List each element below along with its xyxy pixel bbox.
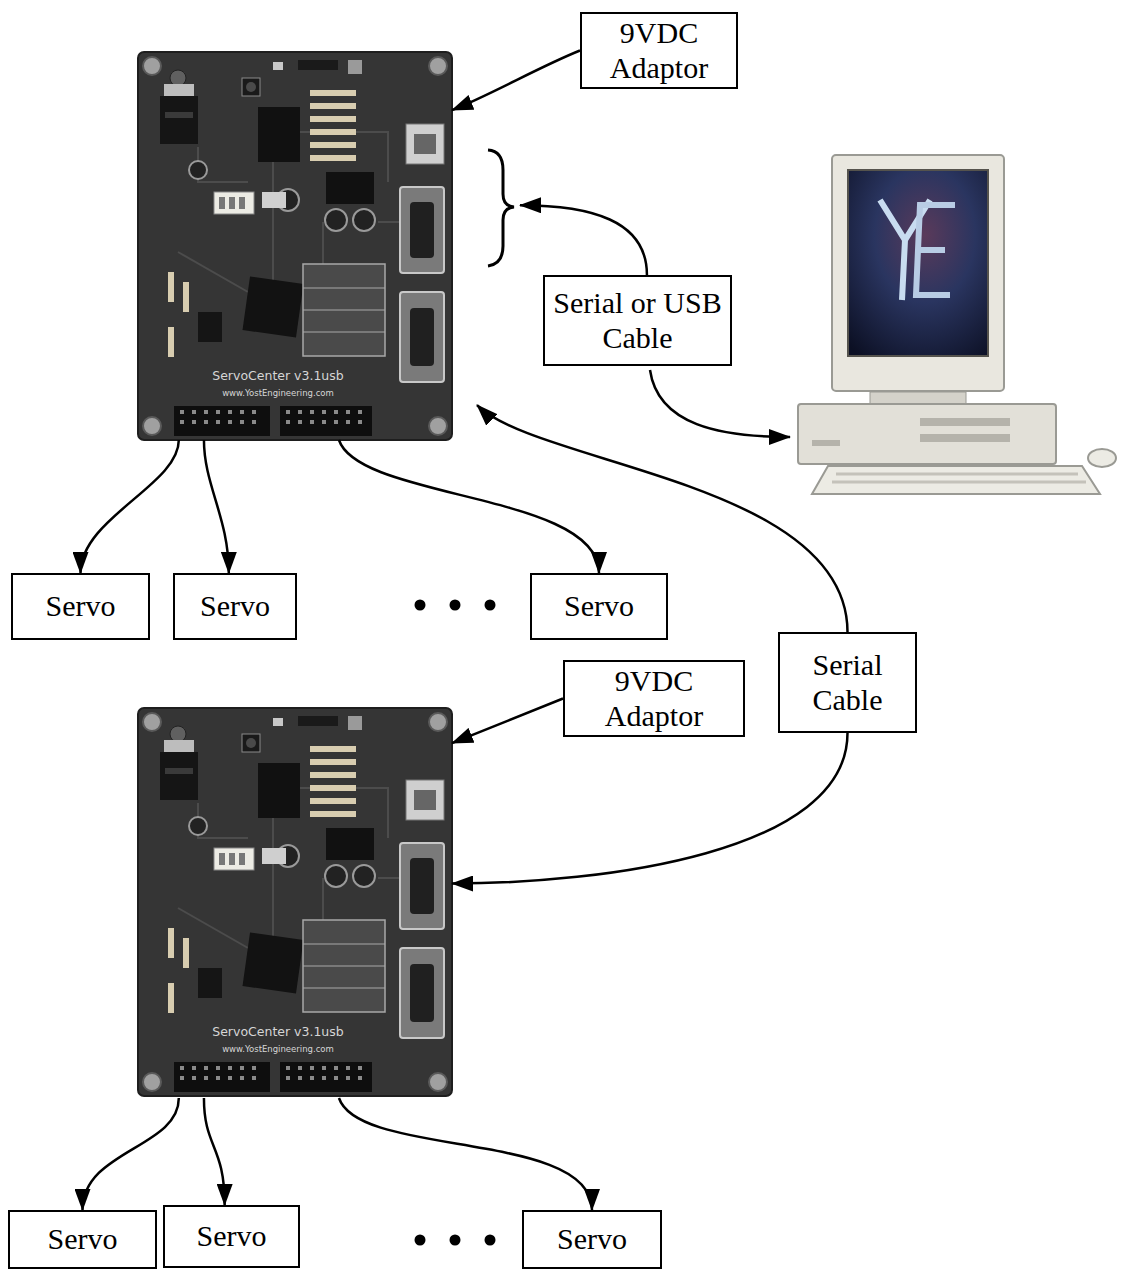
box-label: Serial Cable xyxy=(784,648,911,717)
connector-arrow xyxy=(452,733,848,884)
board-photo-ground xyxy=(128,698,462,1102)
controller-board-picture xyxy=(138,708,452,1096)
box-label: 9VDC Adaptor xyxy=(588,16,730,85)
board-print: ServoCenter v3.1usb xyxy=(158,368,398,383)
label-box: Servo xyxy=(530,573,668,640)
desktop-computer xyxy=(798,155,1116,494)
box-label: 9VDC Adaptor xyxy=(579,664,729,733)
connector-arrow xyxy=(81,440,179,573)
label-box: Servo xyxy=(11,573,150,640)
label-box: Servo xyxy=(522,1210,662,1269)
board-print: www.YostEngineering.com xyxy=(158,1044,398,1054)
box-label: Servo xyxy=(179,589,291,624)
connector-arrow xyxy=(339,1098,592,1210)
box-label: Servo xyxy=(528,1222,656,1257)
controller-board-picture xyxy=(138,52,452,440)
box-label: Servo xyxy=(14,1222,151,1257)
connector-brace xyxy=(488,150,514,266)
board-print: ServoCenter v3.1usb xyxy=(158,1024,398,1039)
box-label: Servo xyxy=(17,589,144,624)
connector-arrow xyxy=(83,1098,179,1210)
board-photo-ground xyxy=(128,42,462,444)
cable-arrow xyxy=(650,370,790,437)
connector-arrow xyxy=(204,1098,225,1205)
box-label: Servo xyxy=(536,589,662,624)
label-box: Serial Cable xyxy=(778,632,917,733)
box-label: Serial or USB Cable xyxy=(547,286,728,355)
label-box: Serial or USB Cable xyxy=(543,275,732,366)
board-print: www.YostEngineering.com xyxy=(158,388,398,398)
controller-board: ServoCenter v3.1usb www.YostEngineering.c… xyxy=(138,52,452,440)
label-box: Servo xyxy=(163,1205,300,1268)
connector-arrow xyxy=(452,699,563,744)
controller-board: ServoCenter v3.1usb www.YostEngineering.c… xyxy=(138,708,452,1098)
connector-arrow xyxy=(204,440,229,573)
connector-arrow xyxy=(520,205,647,275)
box-label: Servo xyxy=(169,1219,294,1254)
connector-arrow xyxy=(339,440,599,573)
label-box: Servo xyxy=(8,1210,157,1269)
connector-arrow xyxy=(452,51,580,111)
label-box: 9VDC Adaptor xyxy=(563,660,745,737)
label-box: 9VDC Adaptor xyxy=(580,12,738,89)
label-box: Servo xyxy=(173,573,297,640)
